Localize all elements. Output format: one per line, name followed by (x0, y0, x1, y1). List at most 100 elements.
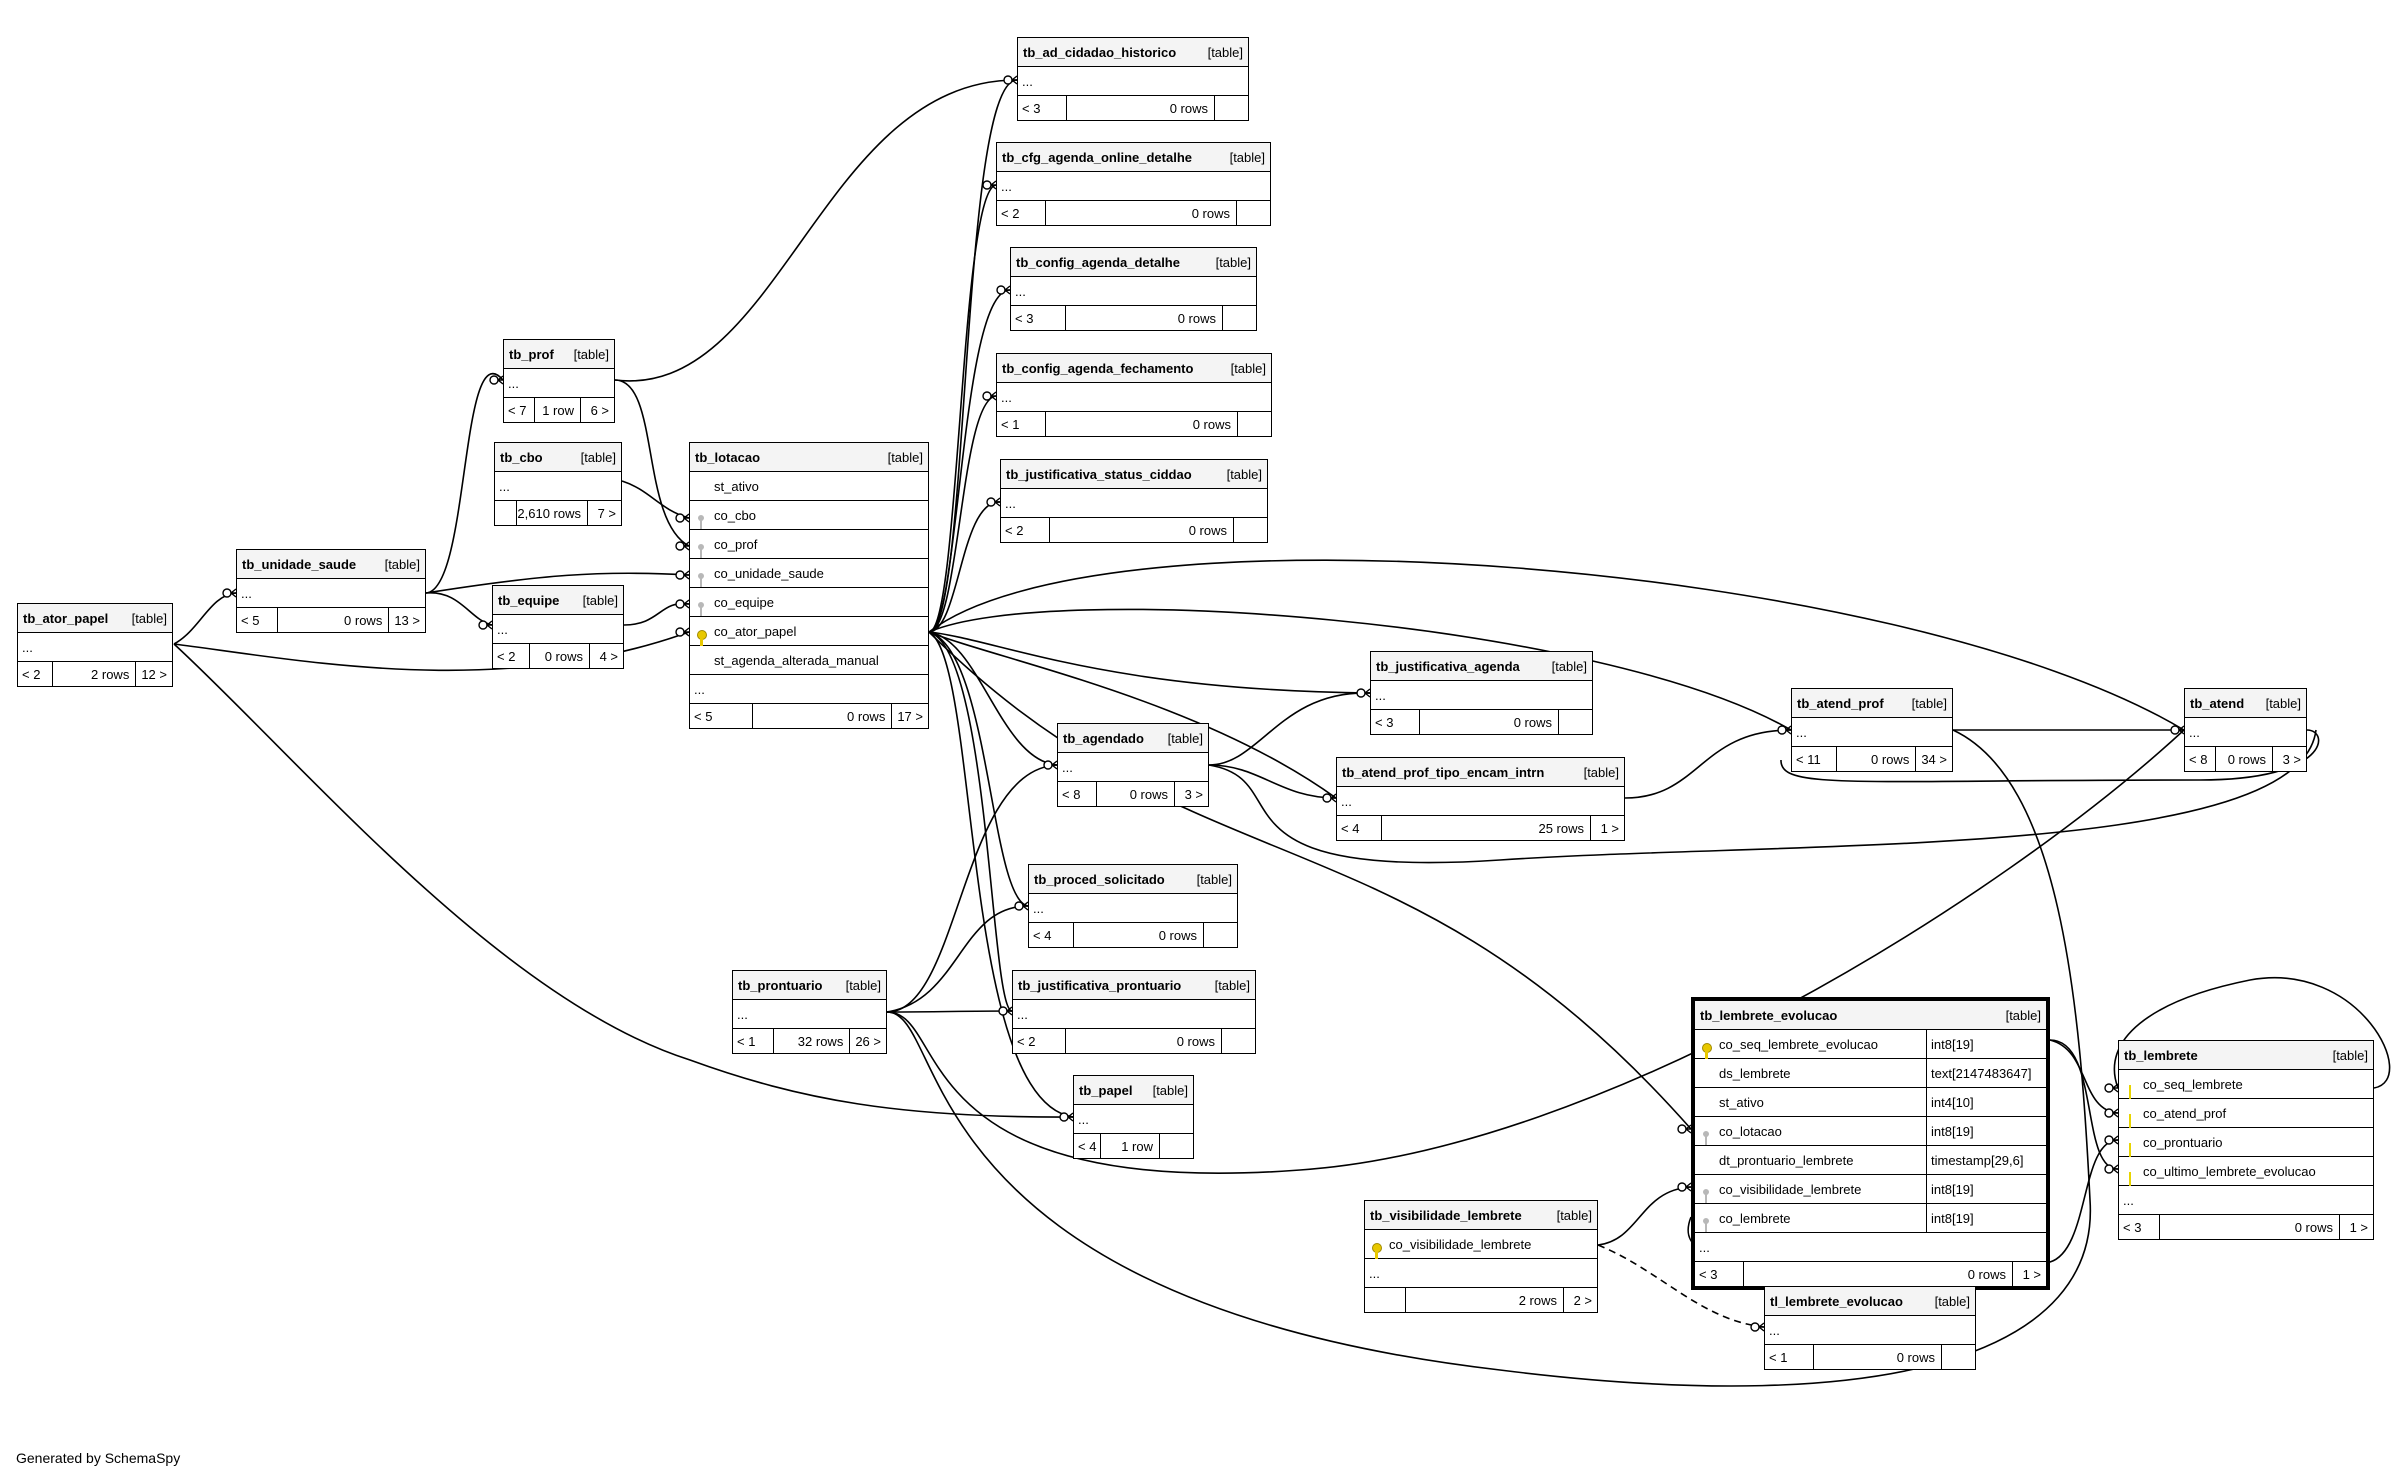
parents-link[interactable]: < 2 (1017, 1033, 1036, 1049)
parents-link[interactable]: < 2 (22, 666, 41, 682)
children-link[interactable]: 13 > (388, 608, 425, 632)
children-link[interactable] (1237, 412, 1271, 436)
column-row[interactable]: co_ultimo_lembrete_evolucao (2119, 1157, 2373, 1186)
column-row[interactable]: co_visibilidade_lembrete (1365, 1230, 1597, 1259)
column-row[interactable]: st_ativo (690, 472, 928, 501)
parents-link[interactable] (495, 501, 516, 525)
children-link[interactable]: 1 > (1590, 816, 1624, 840)
column-row[interactable]: co_ator_papel (690, 617, 928, 646)
table-name[interactable]: tb_prof (509, 346, 554, 362)
table-name[interactable]: tb_justificativa_prontuario (1018, 977, 1182, 993)
table-name[interactable]: tb_prontuario (738, 977, 823, 993)
table-tb-lembrete-evolucao[interactable]: tb_lembrete_evolucao[table]co_seq_lembre… (1691, 997, 2050, 1290)
children-link[interactable]: 3 > (1174, 782, 1208, 806)
children-link[interactable] (1159, 1134, 1193, 1158)
children-link[interactable]: 6 > (580, 398, 614, 422)
table-tb-visibilidade-lembrete[interactable]: tb_visibilidade_lembrete[table]co_visibi… (1364, 1200, 1598, 1313)
table-name[interactable]: tb_agendado (1063, 730, 1144, 746)
parents-link[interactable]: < 7 (508, 402, 527, 418)
column-row[interactable]: co_seq_lembrete (2119, 1070, 2373, 1099)
children-link[interactable]: 7 > (587, 501, 621, 525)
children-link[interactable]: 17 > (891, 704, 928, 728)
children-link[interactable]: 1 > (2339, 1215, 2373, 1239)
parents-link[interactable]: < 2 (1005, 522, 1024, 538)
table-name[interactable]: tb_justificativa_agenda (1376, 658, 1520, 674)
column-row[interactable]: co_unidade_saude (690, 559, 928, 588)
table-name[interactable]: tb_atend (2190, 695, 2245, 711)
parents-link[interactable]: < 3 (1699, 1266, 1718, 1282)
children-link[interactable]: 1 > (2012, 1262, 2046, 1286)
children-link[interactable] (1233, 518, 1267, 542)
children-link[interactable] (1221, 1029, 1255, 1053)
children-link[interactable] (1941, 1345, 1975, 1369)
table-name[interactable]: tb_lembrete_evolucao (1700, 1007, 1838, 1023)
parents-link[interactable]: < 4 (1033, 927, 1052, 943)
parents-link[interactable]: < 2 (1001, 205, 1020, 221)
table-tb-config-agenda-fechamento[interactable]: tb_config_agenda_fechamento[table]...< 1… (996, 353, 1272, 437)
parents-link[interactable]: < 8 (2189, 751, 2208, 767)
table-name[interactable]: tb_config_agenda_fechamento (1002, 360, 1194, 376)
table-name[interactable]: tb_cfg_agenda_online_detalhe (1002, 149, 1192, 165)
children-link[interactable] (1203, 923, 1237, 947)
children-link[interactable]: 4 > (589, 644, 623, 668)
table-name[interactable]: tb_lotacao (695, 449, 761, 465)
column-row[interactable]: co_prof (690, 530, 928, 559)
parents-link[interactable]: < 3 (1375, 714, 1394, 730)
parents-link[interactable]: < 3 (1022, 100, 1041, 116)
column-row[interactable]: co_prontuario (2119, 1128, 2373, 1157)
parents-link[interactable] (1365, 1288, 1405, 1312)
table-tb-justificativa-prontuario[interactable]: tb_justificativa_prontuario[table]...< 2… (1012, 970, 1256, 1054)
children-link[interactable]: 3 > (2272, 747, 2306, 771)
children-link[interactable]: 2 > (1563, 1288, 1597, 1312)
table-name[interactable]: tb_visibilidade_lembrete (1370, 1207, 1522, 1223)
children-link[interactable] (1222, 306, 1256, 330)
column-row[interactable]: st_agenda_alterada_manual (690, 646, 928, 675)
column-row[interactable]: co_atend_prof (2119, 1099, 2373, 1128)
parents-link[interactable]: < 1 (1001, 416, 1020, 432)
table-name[interactable]: tb_cbo (500, 449, 543, 465)
parents-link[interactable]: < 4 (1078, 1138, 1097, 1154)
children-link[interactable] (1236, 201, 1270, 225)
children-link[interactable]: 26 > (849, 1029, 886, 1053)
table-name[interactable]: tb_unidade_saude (242, 556, 357, 572)
children-link[interactable] (1558, 710, 1592, 734)
table-name[interactable]: tb_atend_prof (1797, 695, 1884, 711)
column-row[interactable]: co_cbo (690, 501, 928, 530)
table-name[interactable]: tb_lembrete (2124, 1047, 2198, 1063)
table-name[interactable]: tb_equipe (498, 592, 560, 608)
children-link[interactable] (1214, 96, 1248, 120)
table-tb-justificativa-status-cidadao[interactable]: tb_justificativa_status_ciddao[table]...… (1000, 459, 1268, 543)
table-name[interactable]: tb_papel (1079, 1082, 1133, 1098)
table-name[interactable]: tb_config_agenda_detalhe (1016, 254, 1180, 270)
parents-link[interactable]: < 1 (1769, 1349, 1788, 1365)
table-name[interactable]: tl_lembrete_evolucao (1770, 1293, 1903, 1309)
parents-link[interactable]: < 2 (497, 648, 516, 664)
table-name[interactable]: tb_ator_papel (23, 610, 109, 626)
parents-link[interactable]: < 8 (1062, 786, 1081, 802)
parents-link[interactable]: < 5 (694, 708, 713, 724)
table-name[interactable]: tb_proced_solicitado (1034, 871, 1165, 887)
table-tb-atend-prof-tipo-encam-intrn[interactable]: tb_atend_prof_tipo_encam_intrn[table]...… (1336, 757, 1625, 841)
parents-link[interactable]: < 3 (2123, 1219, 2142, 1235)
table-name[interactable]: tb_justificativa_status_ciddao (1006, 466, 1192, 482)
